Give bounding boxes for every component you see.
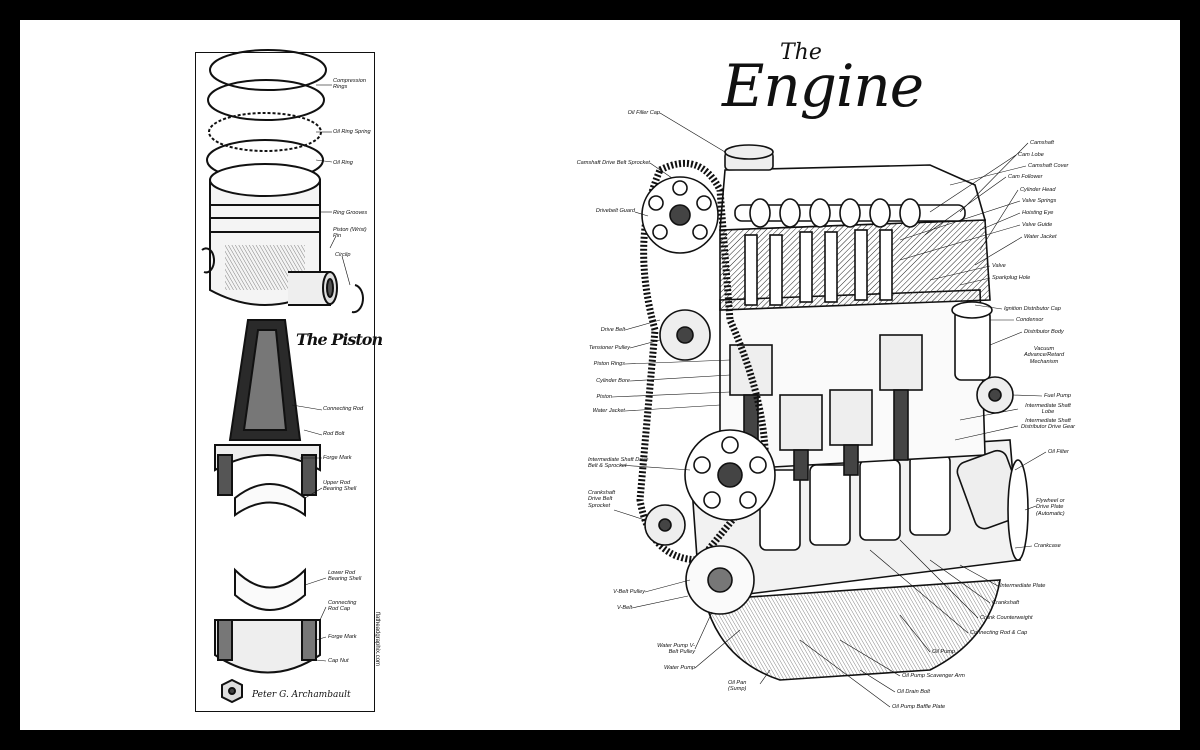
label-drive-belt: Drive Belt: [600, 327, 625, 333]
label-oil-pump-scavenger: Oil Pump Scavenger Arm: [902, 673, 965, 679]
drive-belt: [636, 159, 770, 564]
label-intermediate-sprocket: Intermediate Shaft Drive Belt & Sprocket: [588, 457, 649, 470]
label-flywheel: Flywheel or Drive Plate (Automatic): [1036, 498, 1065, 517]
label-piston: Piston: [596, 394, 612, 400]
label-camshaft-cover: Camshaft Cover: [1028, 163, 1069, 169]
label-intermediate-plate: Intermediate Plate: [1000, 583, 1046, 589]
label-camshaft: Camshaft: [1030, 140, 1054, 146]
fuel-pump: [976, 376, 1014, 414]
label-oil-ring-spring: Oil Ring Spring: [333, 129, 371, 135]
website-credit: flatheadgraphix.com: [374, 612, 380, 667]
label-water-pump: Water Pump: [664, 665, 695, 671]
label-oil-filler-cap: Oil Filler Cap: [627, 110, 660, 116]
compression-ring-2: [207, 79, 325, 121]
label-valve: Valve: [992, 263, 1006, 269]
crankshaft: [759, 454, 951, 551]
camshaft-sprocket: [641, 176, 719, 254]
vbelt-pulley: [685, 545, 755, 615]
label-oil-pump-baffle: Oil Pump Baffle Plate: [892, 704, 946, 710]
label-piston-pin: Piston (Wrist) Pin: [333, 227, 367, 240]
oil-filler-cap: [724, 144, 774, 171]
label-rod-bolt: Rod Bolt: [323, 431, 345, 437]
engine-title: Engine: [722, 52, 924, 120]
label-crank-counterweight: Crank Counterweight: [980, 615, 1033, 621]
label-water-jacket-right: Water Jacket: [1024, 234, 1057, 240]
circlip-right: [351, 284, 364, 314]
label-forge-mark-upper: Forge Mark: [323, 455, 352, 461]
label-oil-pan: Oil Pan (Sump): [728, 680, 747, 693]
label-sparkplug-hole: Sparkplug Hole: [992, 275, 1031, 281]
label-forge-mark-lower: Forge Mark: [328, 634, 357, 640]
label-connecting-rod-cap: Connecting Rod & Cap: [970, 630, 1028, 636]
artist-signature: Peter G. Archambault: [252, 690, 351, 700]
flywheel: [1007, 459, 1029, 561]
label-compression-rings: Compression Rings: [333, 78, 366, 91]
label-oil-pump: Oil Pump: [932, 649, 956, 655]
label-cylinder-bore: Cylinder Bore: [596, 378, 630, 384]
tensioner-pulley: [659, 309, 711, 361]
label-intermediate-lobe: Intermediate Shaft Lobe: [1025, 403, 1071, 416]
label-vbelt-pulley: V-Belt Pulley: [613, 589, 645, 595]
label-cam-follower: Cam Follower: [1008, 174, 1043, 180]
label-crankcase: Crankcase: [1034, 543, 1061, 549]
label-cap-nut: Cap Nut: [328, 658, 349, 664]
label-ring-grooves: Ring Grooves: [333, 210, 368, 216]
label-distributor-body: Distributor Body: [1024, 329, 1064, 335]
label-intermediate-gear: Intermediate Shaft Distributor Drive Gea…: [1020, 418, 1076, 431]
label-water-jacket: Water Jacket: [592, 408, 625, 414]
label-crankshaft-sprocket: Crankshaft Drive Belt Sprocket: [588, 490, 616, 509]
lower-bearing-shell: [234, 567, 306, 611]
label-crankshaft: Crankshaft: [992, 600, 1020, 606]
label-oil-drain-bolt: Oil Drain Bolt: [897, 689, 930, 695]
label-connecting-rod: Connecting Rod: [323, 406, 364, 412]
distributor: [951, 301, 993, 381]
label-rod-cap: Connecting Rod Cap: [328, 600, 357, 613]
crankshaft-sprocket: [644, 504, 686, 546]
circlip-left: [201, 247, 216, 274]
label-oil-ring: Oil Ring: [333, 160, 353, 166]
compression-ring-1: [209, 49, 327, 91]
label-condensor: Condensor: [1016, 317, 1044, 323]
label-upper-bearing: Upper Rod Bearing Shell: [323, 480, 357, 493]
upper-bearing-shell: [234, 483, 306, 517]
engine-drawing: [636, 144, 1029, 681]
label-drivebelt-guard: Drivebelt Guard: [595, 208, 635, 214]
label-circlip: Circlip: [335, 252, 351, 258]
valves: [744, 229, 893, 306]
label-ignition-cap: Ignition Distributor Cap: [1004, 306, 1061, 312]
label-cam-lobe: Cam Lobe: [1018, 152, 1044, 158]
label-vacuum-advance: Vacuum Advance/Retard Mechanism: [1023, 346, 1065, 365]
piston-drawing: [201, 49, 364, 704]
camshaft: [734, 198, 966, 228]
label-piston-rings: Piston Rings: [593, 361, 625, 367]
label-oil-filter: Oil Filter: [1048, 449, 1069, 455]
label-hoisting-eye: Hoisting Eye: [1022, 210, 1054, 216]
label-fuel-pump: Fuel Pump: [1044, 393, 1072, 399]
piston-title: The Piston: [296, 330, 383, 349]
label-camshaft-sprocket: Camshaft Drive Belt Sprocket: [576, 160, 650, 166]
label-valve-guide: Valve Guide: [1022, 222, 1053, 228]
label-tensioner-pulley: Tensioner Pulley: [588, 345, 630, 351]
leader-lines: [291, 84, 1047, 708]
label-water-pump-pulley: Water Pump V-Belt Pulley: [657, 643, 695, 656]
intermediate-sprocket: [684, 429, 776, 521]
label-valve-springs: Valve Springs: [1022, 198, 1057, 204]
oil-pan: [703, 579, 1001, 681]
engine-title-the: The: [780, 40, 822, 65]
piston-panel-border: [195, 52, 375, 712]
label-cylinder-head: Cylinder Head: [1020, 187, 1056, 193]
label-vbelt: V-Belt: [616, 605, 632, 611]
label-lower-bearing: Lower Rod Bearing Shell: [328, 570, 362, 583]
